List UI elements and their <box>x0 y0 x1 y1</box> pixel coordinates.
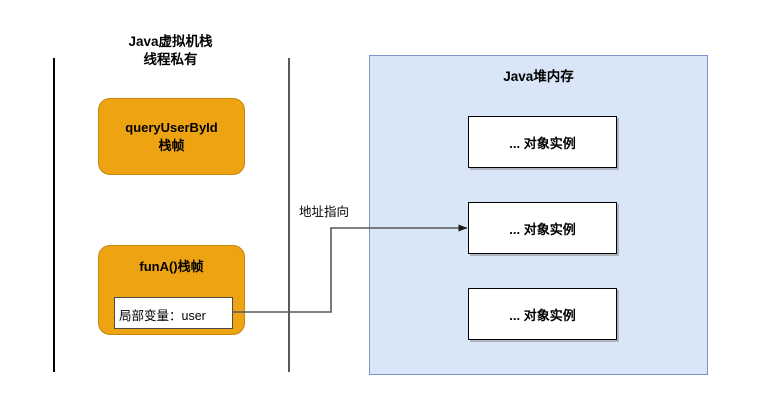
local-variable-label: 局部变量：user <box>119 309 206 323</box>
object-instance-label: ... 对象实例 <box>509 308 576 323</box>
stack-frame-queryuserbyid: queryUserById 栈帧 <box>98 98 245 175</box>
stack-frame-queryuserbyid-label: queryUserById 栈帧 <box>125 120 218 153</box>
object-instance-box: ... 对象实例 <box>468 116 617 168</box>
object-instance-label: ... 对象实例 <box>509 222 576 237</box>
stack-frame-funa-label: funA()栈帧 <box>139 259 204 274</box>
object-instance-box: ... 对象实例 <box>468 288 617 340</box>
stack-frame-funa: funA()栈帧 局部变量：user <box>98 245 245 335</box>
object-instance-box: ... 对象实例 <box>468 202 617 254</box>
stack-region-title: Java虚拟机栈 线程私有 <box>128 34 213 68</box>
local-variable-box: 局部变量：user <box>114 297 233 329</box>
stack-left-boundary-line <box>53 58 55 372</box>
stack-right-boundary-line <box>288 58 290 372</box>
address-pointer-label: 地址指向 <box>299 205 350 219</box>
heap-memory-title: Java堆内存 <box>503 69 574 84</box>
object-instance-label: ... 对象实例 <box>509 136 576 151</box>
